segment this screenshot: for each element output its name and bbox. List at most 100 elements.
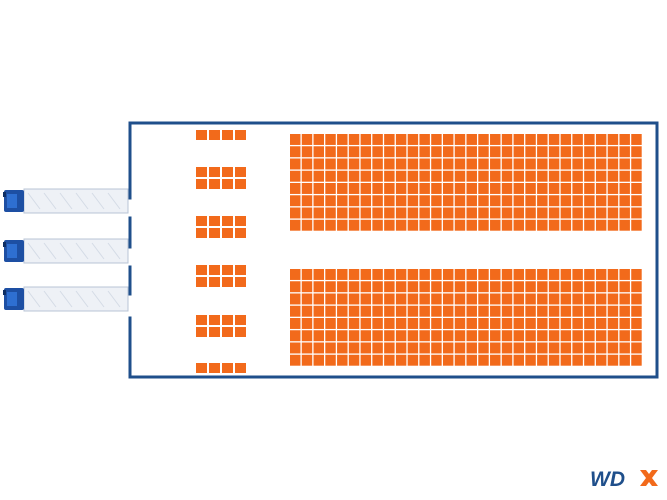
storage-pallet bbox=[290, 207, 301, 219]
storage-pallet bbox=[548, 342, 560, 354]
storage-pallet bbox=[560, 354, 572, 366]
storage-pallet bbox=[431, 134, 442, 145]
storage-pallet bbox=[466, 146, 477, 158]
storage-pallet bbox=[466, 183, 477, 194]
storage-pallet bbox=[513, 134, 525, 145]
storage-pallet bbox=[595, 207, 607, 219]
storage-pallet bbox=[607, 330, 619, 342]
lower-storage-block bbox=[290, 269, 642, 366]
storage-pallet bbox=[325, 293, 336, 305]
storage-pallet bbox=[595, 354, 607, 366]
storage-pallet bbox=[384, 354, 395, 366]
trailer-texture bbox=[107, 242, 121, 260]
storage-pallet bbox=[572, 269, 583, 280]
storage-pallet bbox=[584, 269, 595, 280]
trailer-texture bbox=[43, 192, 57, 210]
trailer-texture bbox=[43, 290, 57, 308]
storage-pallet bbox=[407, 354, 419, 366]
storage-pallet bbox=[407, 207, 419, 219]
storage-pallet bbox=[572, 195, 583, 207]
storage-pallet bbox=[348, 330, 360, 342]
storage-pallet bbox=[595, 318, 607, 329]
storage-pallet bbox=[513, 281, 525, 293]
storage-pallet bbox=[337, 219, 348, 231]
storage-pallet bbox=[337, 342, 348, 354]
staging-pallet bbox=[196, 315, 207, 325]
storage-pallet bbox=[513, 195, 525, 207]
storage-pallet bbox=[525, 219, 536, 231]
storage-pallet bbox=[301, 170, 313, 182]
storage-pallet bbox=[466, 318, 477, 329]
storage-pallet bbox=[442, 195, 454, 207]
storage-pallet bbox=[442, 293, 454, 305]
storage-pallet bbox=[560, 183, 572, 194]
trailer-texture bbox=[91, 192, 105, 210]
staging-pallet bbox=[196, 167, 207, 177]
storage-pallet bbox=[384, 305, 395, 317]
storage-pallet bbox=[584, 195, 595, 207]
storage-pallet bbox=[584, 183, 595, 194]
storage-pallet bbox=[384, 281, 395, 293]
storage-pallet bbox=[548, 219, 560, 231]
storage-pallet bbox=[337, 305, 348, 317]
storage-pallet bbox=[313, 183, 324, 194]
storage-pallet bbox=[572, 354, 583, 366]
storage-pallet bbox=[442, 269, 454, 280]
storage-pallet bbox=[537, 170, 548, 182]
storage-pallet bbox=[301, 342, 313, 354]
storage-pallet bbox=[478, 293, 489, 305]
storage-pallet bbox=[572, 170, 583, 182]
storage-pallet bbox=[537, 146, 548, 158]
staging-pallet bbox=[209, 216, 220, 226]
storage-pallet bbox=[301, 281, 313, 293]
storage-pallet bbox=[301, 146, 313, 158]
storage-pallet bbox=[419, 269, 430, 280]
storage-pallet bbox=[348, 183, 360, 194]
dock-truck bbox=[3, 188, 129, 214]
storage-pallet bbox=[537, 158, 548, 170]
storage-pallet bbox=[360, 158, 372, 170]
storage-pallet bbox=[454, 183, 466, 194]
storage-pallet bbox=[384, 158, 395, 170]
storage-pallet bbox=[548, 195, 560, 207]
storage-pallet bbox=[431, 219, 442, 231]
storage-pallet bbox=[584, 219, 595, 231]
storage-pallet bbox=[631, 269, 642, 280]
storage-pallet bbox=[478, 170, 489, 182]
storage-pallet bbox=[313, 354, 324, 366]
trailer-texture bbox=[59, 242, 73, 260]
storage-pallet bbox=[348, 293, 360, 305]
storage-pallet bbox=[560, 207, 572, 219]
trailer-texture bbox=[27, 192, 41, 210]
storage-pallet bbox=[619, 219, 630, 231]
storage-pallet bbox=[513, 219, 525, 231]
storage-pallet bbox=[337, 293, 348, 305]
storage-pallet bbox=[501, 183, 513, 194]
storage-pallet bbox=[431, 146, 442, 158]
storage-pallet bbox=[360, 170, 372, 182]
storage-pallet bbox=[337, 354, 348, 366]
storage-pallet bbox=[384, 183, 395, 194]
storage-pallet bbox=[466, 170, 477, 182]
storage-pallet bbox=[537, 269, 548, 280]
storage-pallet bbox=[619, 342, 630, 354]
storage-pallet bbox=[325, 134, 336, 145]
staging-group bbox=[196, 130, 246, 140]
storage-pallet bbox=[407, 134, 419, 145]
trailer-texture bbox=[107, 192, 121, 210]
storage-pallet bbox=[501, 293, 513, 305]
staging-pallet bbox=[196, 277, 207, 287]
storage-pallet bbox=[407, 219, 419, 231]
storage-pallet bbox=[431, 207, 442, 219]
storage-pallet bbox=[395, 318, 407, 329]
storage-pallet bbox=[631, 146, 642, 158]
storage-pallet bbox=[513, 158, 525, 170]
storage-pallet bbox=[595, 195, 607, 207]
storage-pallet bbox=[466, 195, 477, 207]
storage-pallet bbox=[501, 354, 513, 366]
storage-pallet bbox=[360, 330, 372, 342]
storage-pallet bbox=[631, 305, 642, 317]
storage-pallet bbox=[501, 170, 513, 182]
storage-pallet bbox=[372, 134, 383, 145]
storage-pallet bbox=[337, 134, 348, 145]
